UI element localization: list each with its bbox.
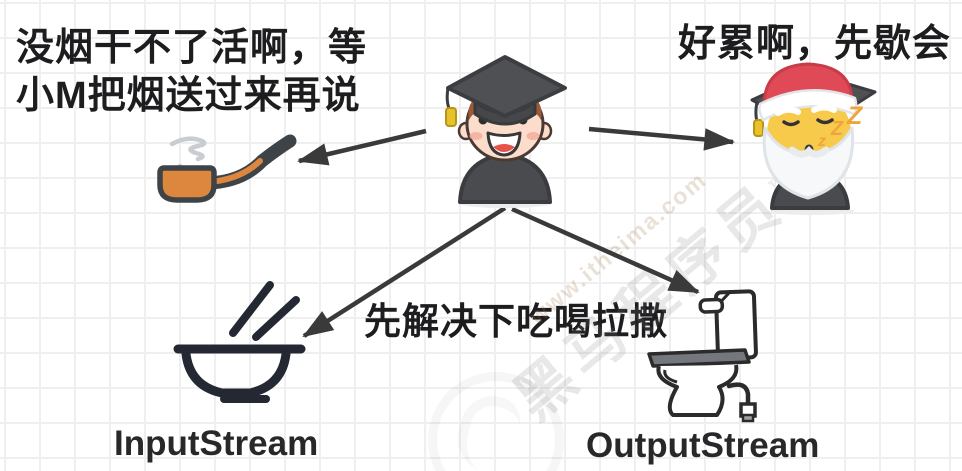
sleeper-hat: [758, 62, 858, 122]
sleeper-hat-brim: [758, 89, 858, 122]
student-mouth: [486, 131, 522, 157]
speech-rest: 好累啊，先歇会: [678, 23, 952, 65]
student-blush-left: [469, 132, 483, 140]
toilet-icon: [647, 289, 758, 423]
sleeper-brow-left: [775, 106, 801, 116]
speech-pipe-line2: 小M把烟送过来再说: [16, 75, 361, 117]
sleeper-mustache-mouth: [788, 144, 830, 158]
rice-bowl-chopsticks-icon: [173, 281, 306, 403]
toilet-bowl: [656, 364, 739, 417]
sleeper-tassel: [753, 119, 764, 137]
zzz-small: z: [817, 133, 826, 150]
speech-needs: 先解决下吃喝拉撒: [364, 301, 668, 342]
label-outputstream: OutputStream: [586, 426, 820, 465]
zzz-mid: Z: [830, 118, 844, 140]
label-inputstream: InputStream: [114, 424, 319, 463]
graduate-student-emoji: [445, 55, 567, 208]
chopstick-2: [252, 296, 300, 341]
pipe-stem-outline: [201, 134, 297, 190]
toilet-bowl-inner-rim: [663, 369, 678, 384]
toilet-drain-pipe: [726, 382, 757, 423]
arrow-student-to-toilet: [511, 206, 700, 295]
speech-pipe-line1: 没烟干不了活啊，等: [16, 27, 368, 69]
sleeper-brow-right: [811, 104, 837, 113]
toilet-tank: [698, 289, 758, 361]
student-tassel: [445, 107, 457, 127]
chopstick-1: [229, 281, 274, 337]
sleeping-santa-graduate-emoji: z Z Z: [750, 62, 877, 215]
toilet-seat: [647, 348, 751, 368]
arrow-student-to-bowl: [302, 206, 507, 338]
student-blush-right: [526, 132, 540, 140]
toilet-flush-button: [698, 297, 725, 314]
sleeper-zzz: z Z Z: [817, 102, 864, 150]
zzz-big: Z: [846, 102, 864, 130]
arrow-student-to-pipe: [297, 128, 427, 166]
smoking-pipe-icon: [157, 134, 297, 203]
pipe-bowl: [157, 165, 217, 203]
arrow-student-to-sleeper: [588, 126, 736, 151]
student-mortarboard: [445, 55, 567, 127]
sleeper-eyes: [775, 104, 837, 127]
bowl-body: [181, 349, 291, 398]
